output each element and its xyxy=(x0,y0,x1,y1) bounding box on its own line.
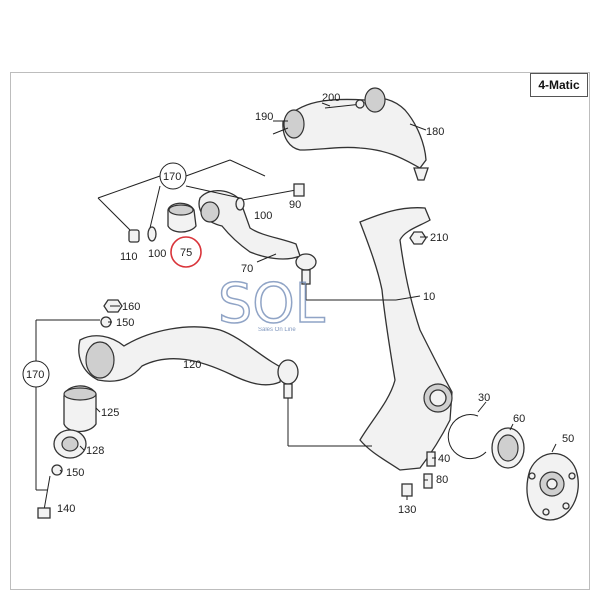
label-125: 125 xyxy=(101,407,119,419)
bushing-128 xyxy=(53,429,87,459)
leader-lines xyxy=(35,102,557,500)
nut-110 xyxy=(128,229,140,243)
upper-control-arm xyxy=(282,87,429,181)
label-210: 210 xyxy=(430,232,448,244)
steering-knuckle xyxy=(359,207,453,471)
wheel-bearing-60 xyxy=(491,427,525,469)
label-160: 160 xyxy=(122,301,140,313)
ball-joint-upper xyxy=(295,253,317,285)
watermark-logo: SOL xyxy=(218,272,325,335)
bolt-40 xyxy=(426,451,436,467)
label-70: 70 xyxy=(241,263,253,275)
label-170-left: 170 xyxy=(26,369,44,381)
bushing-75 xyxy=(167,202,197,233)
diagram-frame xyxy=(10,72,590,590)
bolt-140 xyxy=(37,475,51,519)
label-90: 90 xyxy=(289,199,301,211)
label-80: 80 xyxy=(436,474,448,486)
label-140: 140 xyxy=(57,503,75,515)
washer-100 xyxy=(147,226,157,242)
variant-badge: 4-Matic xyxy=(530,73,588,97)
circlip-30 xyxy=(447,414,487,460)
label-75: 75 xyxy=(180,247,192,259)
highlight-ring-75 xyxy=(170,236,202,268)
label-190: 190 xyxy=(255,111,273,123)
wheel-hub-50 xyxy=(526,453,579,521)
label-128: 128 xyxy=(86,445,104,457)
label-100-left: 100 xyxy=(148,248,166,260)
label-200: 200 xyxy=(322,92,340,104)
strut-arm-70 xyxy=(198,190,301,260)
label-170-top: 170 xyxy=(163,171,181,183)
label-40: 40 xyxy=(438,453,450,465)
label-110: 110 xyxy=(120,251,138,263)
callout-170-top xyxy=(159,162,187,190)
label-180: 180 xyxy=(426,126,444,138)
bolt-90 xyxy=(241,183,305,201)
washer-150-bottom xyxy=(51,464,63,476)
label-150-top: 150 xyxy=(116,317,134,329)
ball-joint-lower xyxy=(277,359,299,399)
bolt-200 xyxy=(324,99,365,109)
washer-100b xyxy=(235,197,245,211)
bolt-80 xyxy=(423,473,433,489)
label-10: 10 xyxy=(423,291,435,303)
bolt-130 xyxy=(401,483,413,497)
label-60: 60 xyxy=(513,413,525,425)
sol-watermark: SOL Sales On Line xyxy=(217,271,325,336)
label-30: 30 xyxy=(478,392,490,404)
label-150-bottom: 150 xyxy=(66,467,84,479)
lower-control-arm xyxy=(78,326,283,386)
callout-170-left xyxy=(22,360,50,388)
label-50: 50 xyxy=(562,433,574,445)
bushing-125 xyxy=(63,385,97,433)
watermark-tagline: Sales On Line xyxy=(258,327,296,333)
label-100-right: 100 xyxy=(254,210,272,222)
label-120: 120 xyxy=(183,359,201,371)
label-130: 130 xyxy=(398,504,416,516)
nut-210 xyxy=(409,231,427,245)
